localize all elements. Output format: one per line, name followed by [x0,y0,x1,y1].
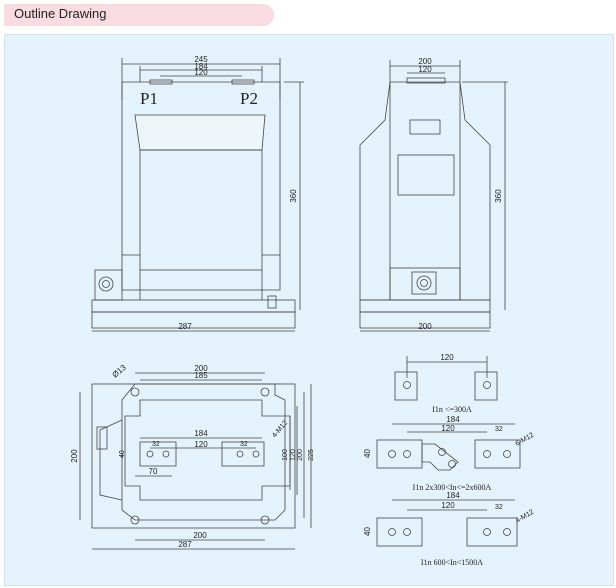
plan-view: 200 185 Ø13 184 120 32 32 70 40 4-M12 10… [70,363,315,550]
term3-bolt-label: 4-M12 [515,509,536,525]
term2-dim-184: 184 [446,415,460,424]
plan-dim-185: 185 [194,371,208,380]
term2-dim-120: 120 [441,424,455,433]
term1-caption: I1n <=300A [432,405,472,414]
terminal-p1-label: P1 [140,89,158,108]
terminal-600a: 184 120 32 6-M12 40 I1n 2x300<In<=2x600A [363,415,535,492]
plan-dim-left-200: 200 [70,449,79,463]
plan-hole-label: Ø13 [111,363,129,380]
term3-dim-40: 40 [363,527,372,536]
term3-dim-184: 184 [446,491,460,500]
term3-caption: I1n 600<In<1500A [421,558,483,567]
front-dim-120: 120 [194,68,208,77]
drawing-panel [4,34,614,586]
term2-dim-40: 40 [363,449,372,458]
front-view: 245 184 120 360 287 P1 P2 [91,55,304,332]
section-title: Outline Drawing [14,6,107,21]
terminal-300a: 120 I1n <=300A [394,353,498,414]
side-dim-200: 200 [418,57,432,66]
front-dim-287: 287 [178,322,192,331]
plan-dim-40: 40 [119,450,126,458]
front-dim-184: 184 [194,62,208,71]
front-dim-360: 360 [289,189,298,203]
plan-dim-120v: 120 [290,449,297,461]
plan-dim-32-left: 32 [152,441,160,448]
plan-dim-225: 225 [308,449,315,461]
term3-dim-32: 32 [495,504,503,511]
side-dim-360: 360 [494,189,503,203]
term1-dim-120: 120 [440,353,454,362]
plan-dim-70: 70 [149,467,158,476]
plan-bolt-label: 4-M12 [271,420,289,440]
plan-dim-184: 184 [194,429,208,438]
side-view: 200 120 360 200 [359,57,508,332]
side-dim-base-200: 200 [418,322,432,331]
plan-dim-bottom-287: 287 [178,540,192,549]
plan-dim-200: 200 [194,364,208,373]
term3-dim-120: 120 [441,501,455,510]
plan-dim-bottom-200: 200 [193,531,207,540]
plan-dim-100: 100 [282,449,289,461]
plan-dim-120: 120 [194,440,208,449]
plan-dim-32-right: 32 [240,441,248,448]
side-dim-120: 120 [418,65,432,74]
front-dim-245: 245 [194,55,208,64]
section-header [4,4,274,26]
term2-caption: I1n 2x300<In<=2x600A [413,483,492,492]
term2-dim-32: 32 [495,426,503,433]
plan-dim-200v: 200 [297,449,304,461]
terminal-1500a: 184 120 32 4-M12 40 I1n 600<In<1500A [363,491,535,567]
terminal-p2-label: P2 [240,89,258,108]
